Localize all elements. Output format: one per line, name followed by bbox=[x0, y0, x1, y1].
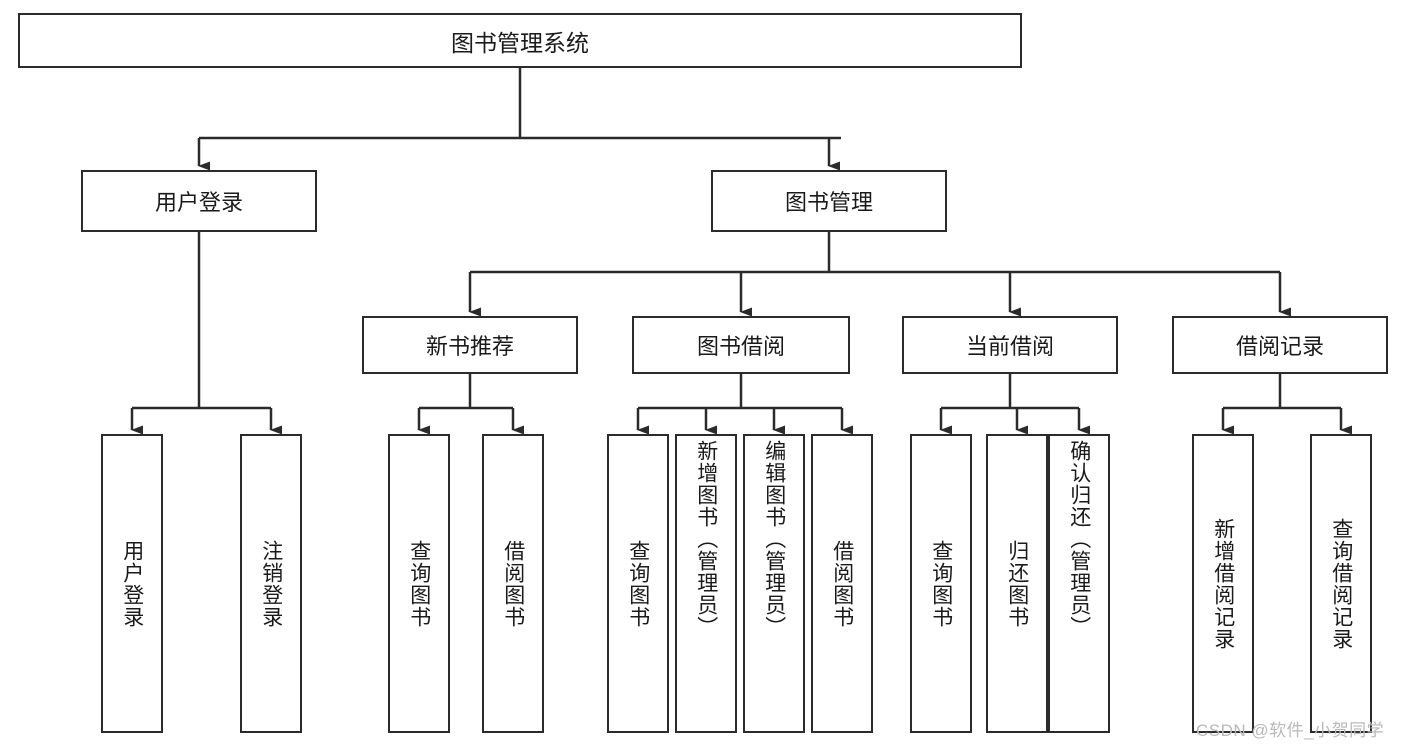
node-current-borrow[interactable]: 当前借阅 bbox=[902, 316, 1118, 374]
leaf-label: 用户登录 bbox=[120, 539, 144, 628]
node-leaf-confirm-return[interactable]: 确认归还（管理员） bbox=[1048, 434, 1110, 733]
node-leaf-edit-book-admin[interactable]: 编辑图书（管理员） bbox=[743, 434, 805, 733]
leaf-label: 查询图书 bbox=[929, 539, 953, 628]
leaf-inner: 用户登录 bbox=[103, 436, 161, 731]
node-new-book-recommend[interactable]: 新书推荐 bbox=[362, 316, 578, 374]
node-user-login[interactable]: 用户登录 bbox=[81, 170, 317, 232]
leaf-inner: 注销登录 bbox=[242, 436, 300, 731]
leaf-label: 注销登录 bbox=[259, 539, 283, 628]
node-leaf-add-book-admin[interactable]: 新增图书（管理员） bbox=[675, 434, 737, 733]
node-leaf-query-book-3[interactable]: 查询图书 bbox=[910, 434, 972, 733]
node-book-manage[interactable]: 图书管理 bbox=[711, 170, 947, 232]
node-leaf-return-book[interactable]: 归还图书 bbox=[986, 434, 1048, 733]
leaf-inner: 编辑图书（管理员） bbox=[745, 436, 803, 735]
leaf-label: 确认归还（管理员） bbox=[1067, 440, 1091, 638]
node-borrow-record[interactable]: 借阅记录 bbox=[1172, 316, 1388, 374]
leaf-label: 借阅图书 bbox=[830, 539, 854, 628]
node-leaf-query-borrow-record[interactable]: 查询借阅记录 bbox=[1310, 434, 1372, 733]
node-root-system[interactable]: 图书管理系统 bbox=[18, 13, 1022, 68]
leaf-inner: 查询图书 bbox=[912, 436, 970, 731]
leaf-inner: 归还图书 bbox=[988, 436, 1046, 731]
leaf-inner: 新增借阅记录 bbox=[1194, 436, 1252, 731]
node-leaf-add-borrow-record[interactable]: 新增借阅记录 bbox=[1192, 434, 1254, 733]
node-book-borrow[interactable]: 图书借阅 bbox=[632, 316, 850, 374]
leaf-label: 新增图书（管理员） bbox=[694, 440, 718, 638]
leaf-label: 查询图书 bbox=[407, 539, 431, 628]
leaf-inner: 查询图书 bbox=[390, 436, 448, 731]
leaf-inner: 借阅图书 bbox=[484, 436, 542, 731]
leaf-label: 查询借阅记录 bbox=[1329, 517, 1353, 650]
leaf-inner: 确认归还（管理员） bbox=[1050, 436, 1108, 735]
csdn-watermark: CSDN @软件_小贺同学 bbox=[1196, 721, 1385, 740]
node-leaf-query-book-1[interactable]: 查询图书 bbox=[388, 434, 450, 733]
node-leaf-login[interactable]: 用户登录 bbox=[101, 434, 163, 733]
leaf-label: 新增借阅记录 bbox=[1211, 517, 1235, 650]
leaf-inner: 新增图书（管理员） bbox=[677, 436, 735, 735]
node-leaf-query-book-2[interactable]: 查询图书 bbox=[607, 434, 669, 733]
leaf-label: 归还图书 bbox=[1005, 539, 1029, 628]
node-leaf-logout[interactable]: 注销登录 bbox=[240, 434, 302, 733]
leaf-label: 编辑图书（管理员） bbox=[762, 440, 786, 638]
leaf-label: 查询图书 bbox=[626, 539, 650, 628]
leaf-inner: 借阅图书 bbox=[813, 436, 871, 731]
leaf-label: 借阅图书 bbox=[501, 539, 525, 628]
leaf-inner: 查询借阅记录 bbox=[1312, 436, 1370, 731]
leaf-inner: 查询图书 bbox=[609, 436, 667, 731]
node-leaf-borrow-book-1[interactable]: 借阅图书 bbox=[482, 434, 544, 733]
node-leaf-borrow-book-2[interactable]: 借阅图书 bbox=[811, 434, 873, 733]
